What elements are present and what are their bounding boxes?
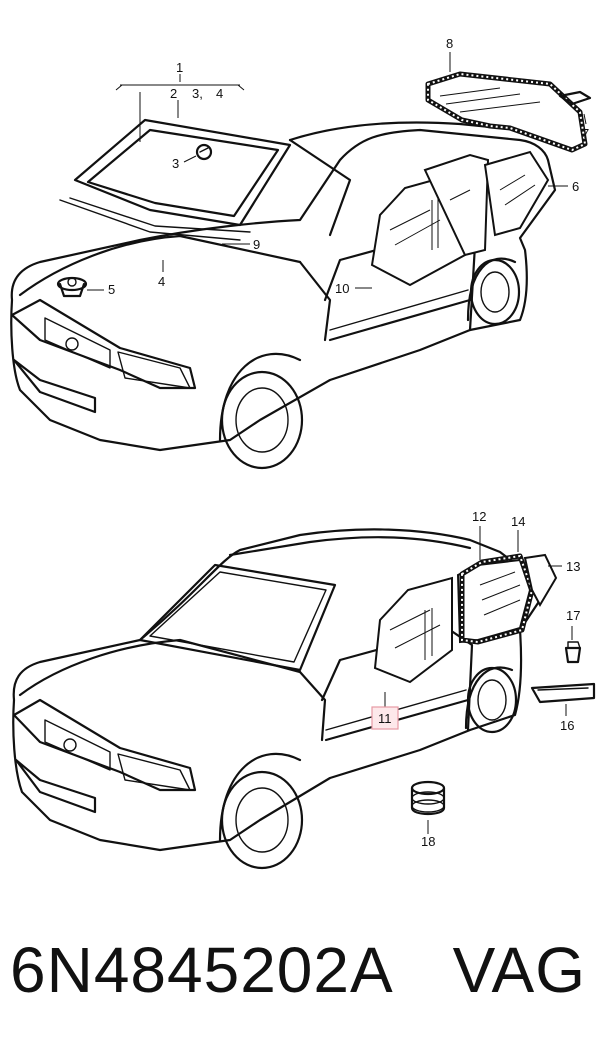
callout-11: 11 [378,711,392,726]
callout-10: 10 [335,281,349,296]
callout-18: 18 [421,834,435,849]
part-footer: 6N4845202A VAG [0,930,600,1030]
callout-4b: 4 [158,274,165,289]
callout-4: 4 [216,86,223,101]
callout-5: 5 [108,282,115,297]
callout-14: 14 [511,514,525,529]
brand-name: VAG [452,934,586,1006]
callout-17: 17 [566,608,580,623]
callout-8: 8 [446,36,453,51]
callout-16: 16 [560,718,574,733]
callout-12: 12 [472,509,486,524]
part-number: 6N4845202A [10,934,394,1006]
callout-1: 1 [176,60,183,75]
callout-6: 6 [572,179,579,194]
callout-13: 13 [566,559,580,574]
callout-3: 3, [192,86,203,101]
callout-3b: 3 [172,156,179,171]
callout-7: 7 [582,126,589,141]
callout-9: 9 [253,237,260,252]
bottom-car-drawing [12,528,596,870]
top-leader-lines [87,52,587,291]
top-car-drawing [10,71,592,470]
callout-2: 2 [170,86,177,101]
bottom-leader-lines [384,526,573,834]
highlight-callout-11 [371,706,399,730]
